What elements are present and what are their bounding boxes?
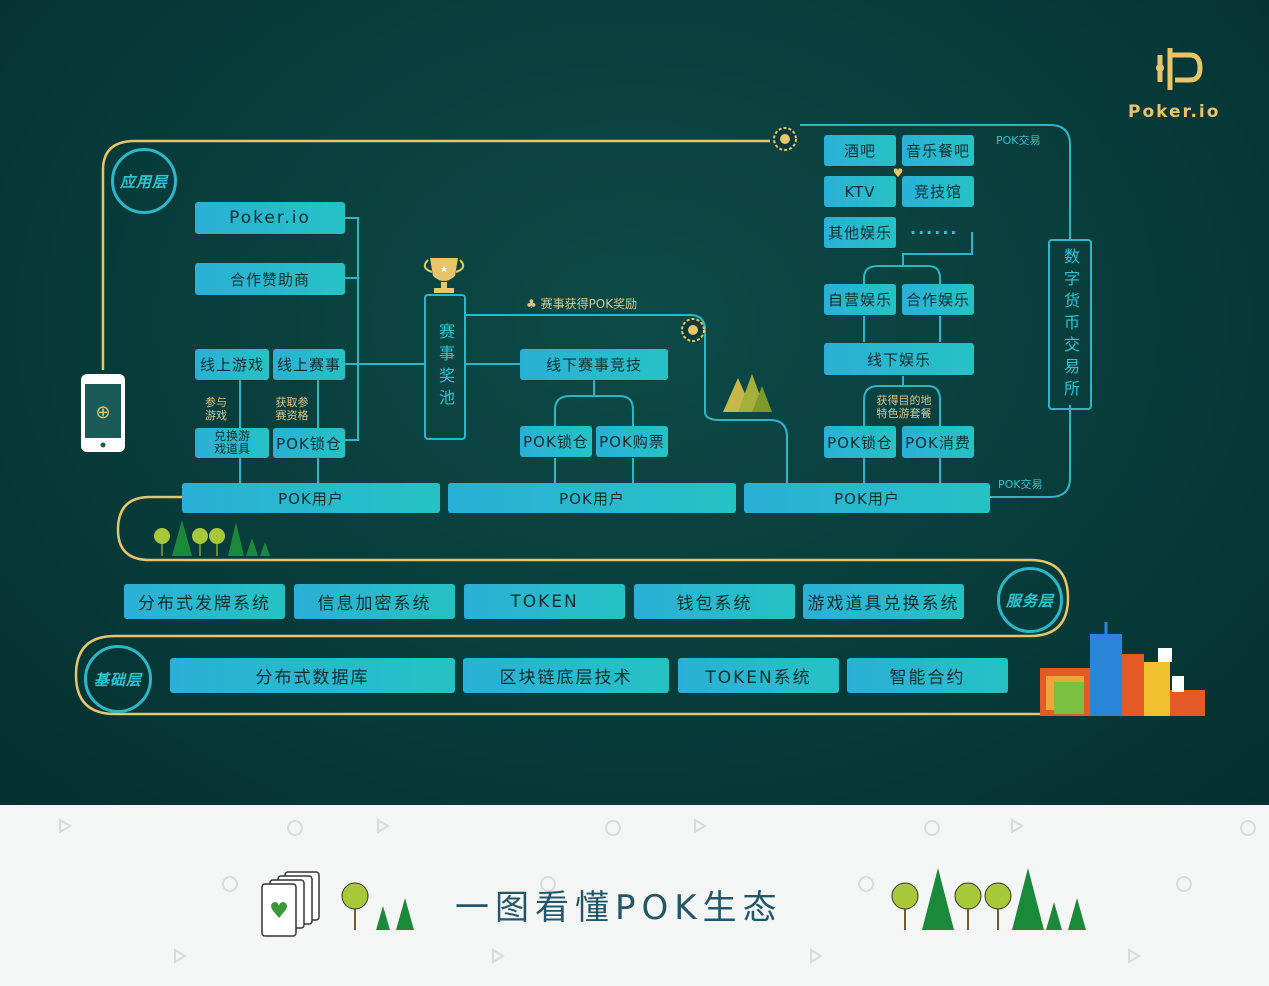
self-run-box: 自营娱乐 (824, 284, 896, 315)
base-item: 分布式数据库 (170, 658, 455, 693)
trade-label-bottom: POK交易 (998, 478, 1043, 491)
brand-name: Poker.io (1128, 102, 1221, 122)
poker-io-box: Poker.io (195, 202, 345, 234)
offline-entertainment-box: 线下娱乐 (824, 343, 974, 375)
base-item: 智能合约 (847, 658, 1008, 693)
online-game-box: 线上游戏 (195, 349, 269, 380)
bar-box: 酒吧 (824, 135, 896, 166)
poker-io-logo-icon (1156, 48, 1203, 90)
pok-ticket-box: POK购票 (596, 426, 668, 457)
service-layer-badge: 服务层 (997, 567, 1063, 633)
pok-consume-box: POK消费 (902, 426, 974, 458)
svg-text:♥: ♥ (269, 899, 289, 924)
destination-note: 获得目的地 特色游套餐 (876, 394, 932, 420)
offline-match-box: 线下赛事竞技 (520, 349, 668, 380)
chip-icon (681, 318, 705, 342)
tree-icon (723, 374, 772, 412)
other-entertainment-box: 其他娱乐 (824, 217, 896, 248)
pok-user-box: POK用户 (744, 483, 990, 513)
reward-note: ♣ 赛事获得POK奖励 (526, 297, 638, 311)
svg-text:★: ★ (440, 265, 448, 275)
svg-text:⊕: ⊕ (95, 402, 110, 423)
arena-box: 竞技馆 (902, 176, 974, 207)
footer-title: 一图看懂POK生态 (455, 888, 783, 928)
base-item: 区块链底层技术 (463, 658, 669, 693)
match-pok-lock-box: POK锁仓 (520, 426, 592, 457)
more-dots: ...... (910, 219, 959, 238)
redeem-items-box: 兑换游 戏道具 (195, 428, 269, 458)
online-match-box: 线上赛事 (273, 349, 345, 380)
pok-user-box: POK用户 (182, 483, 440, 513)
base-layer-badge: 基础层 (84, 645, 152, 713)
playing-cards-icon: ♥ (261, 871, 320, 937)
trade-label-top: POK交易 (996, 134, 1041, 147)
tree-icon (154, 520, 270, 556)
ent-pok-lock-box: POK锁仓 (824, 426, 896, 458)
music-bar-box: 音乐餐吧 (902, 135, 974, 166)
sponsor-box: 合作赞助商 (195, 263, 345, 295)
pok-user-box: POK用户 (448, 483, 736, 513)
service-item: 分布式发牌系统 (124, 584, 285, 619)
left-pok-lock-box: POK锁仓 (273, 428, 345, 458)
ktv-box: KTV (824, 176, 896, 207)
city-skyline-icon (1040, 622, 1205, 716)
app-layer-badge: 应用层 (111, 148, 177, 214)
tree-icon (891, 868, 1086, 930)
svg-text:♥: ♥ (893, 166, 904, 180)
qualify-note: 获取参 赛资格 (275, 396, 309, 422)
join-game-note: 参与 游戏 (205, 396, 227, 422)
service-item: TOKEN (464, 584, 625, 619)
service-item: 信息加密系统 (294, 584, 455, 619)
chip-icon (773, 127, 797, 151)
footer-area (0, 805, 1269, 986)
service-item: 游戏道具兑换系统 (803, 584, 964, 619)
trophy-icon: ★ (423, 258, 465, 293)
tree-icon (341, 882, 414, 930)
partner-entertainment-box: 合作娱乐 (902, 284, 974, 315)
base-item: TOKEN系统 (678, 658, 839, 693)
service-item: 钱包系统 (634, 584, 795, 619)
match-pool-frame: 赛事奖池 (424, 294, 466, 440)
crypto-exchange-frame: 数字货币交易所 (1048, 239, 1092, 410)
